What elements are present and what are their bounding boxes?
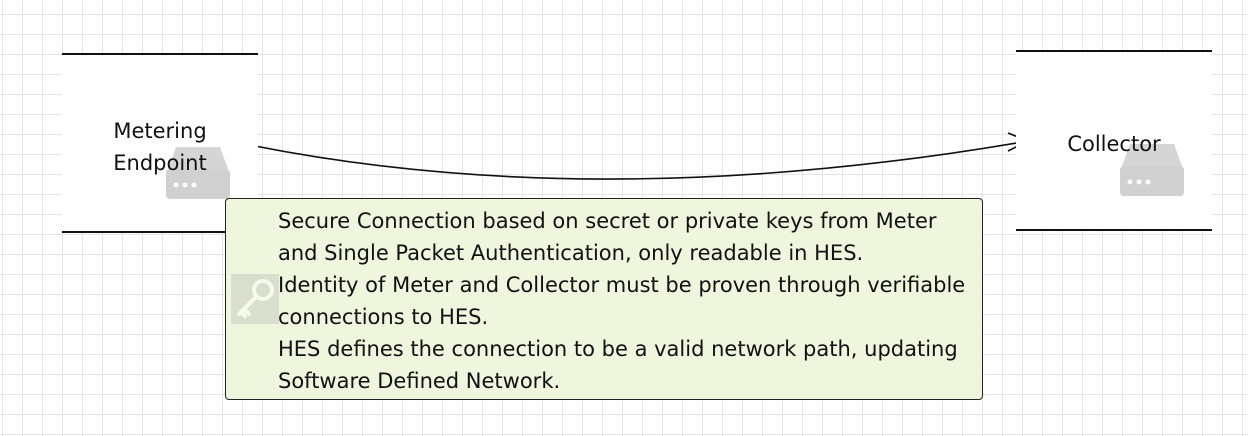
node-label: Collector <box>1067 132 1161 156</box>
key-icon <box>231 274 279 324</box>
note-line: connections to HES. <box>278 305 489 329</box>
server-icon <box>166 147 230 199</box>
node-label: Metering Endpoint <box>113 119 207 175</box>
annotation-note[interactable]: Secure Connection based on secret or pri… <box>225 198 983 400</box>
note-line: Software Defined Network. <box>278 369 561 393</box>
note-line: Secure Connection based on secret or pri… <box>278 209 937 233</box>
note-line: Identity of Meter and Collector must be … <box>278 273 966 297</box>
connector-line <box>249 140 1029 180</box>
server-icon <box>1120 144 1184 196</box>
note-line: HES defines the connection to be a valid… <box>278 337 958 361</box>
note-text: Secure Connection based on secret or pri… <box>278 205 980 397</box>
collector-node[interactable]: Collector <box>1016 50 1212 231</box>
note-line: and Single Packet Authentication, only r… <box>278 241 864 265</box>
metering-endpoint-node[interactable]: Metering Endpoint <box>62 53 258 233</box>
